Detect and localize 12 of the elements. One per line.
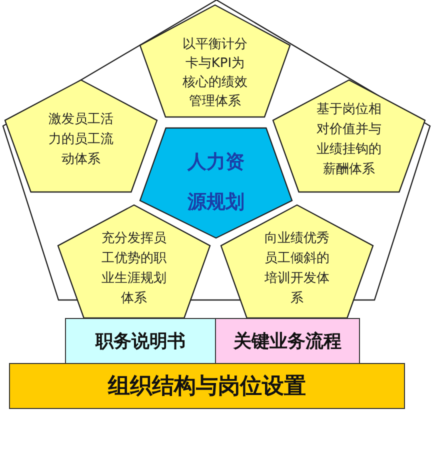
label-bar <box>9 363 405 409</box>
pentagon-label: 基于岗位相对价值并与业绩挂钩的薪酬体系 <box>316 101 382 179</box>
label-bar <box>65 318 216 364</box>
bar-label: 职务说明书 <box>96 330 186 353</box>
pentagon-label: 充分发挥员工优势的职业生涯规划体系 <box>100 230 168 308</box>
bar-label: 组织结构与岗位设置 <box>108 373 306 401</box>
pentagon-label: 向业绩优秀员工倾斜的培训开发体系 <box>264 230 330 308</box>
bar-label: 关键业务流程 <box>234 330 342 353</box>
center-label: 人力资源规划 <box>186 150 246 215</box>
pentagon-label: 激发员工活力的员工流动体系 <box>48 111 114 169</box>
label-bar <box>215 318 360 364</box>
pentagon-label: 以平衡计分卡与KPI为核心的绩效管理体系 <box>182 36 248 111</box>
